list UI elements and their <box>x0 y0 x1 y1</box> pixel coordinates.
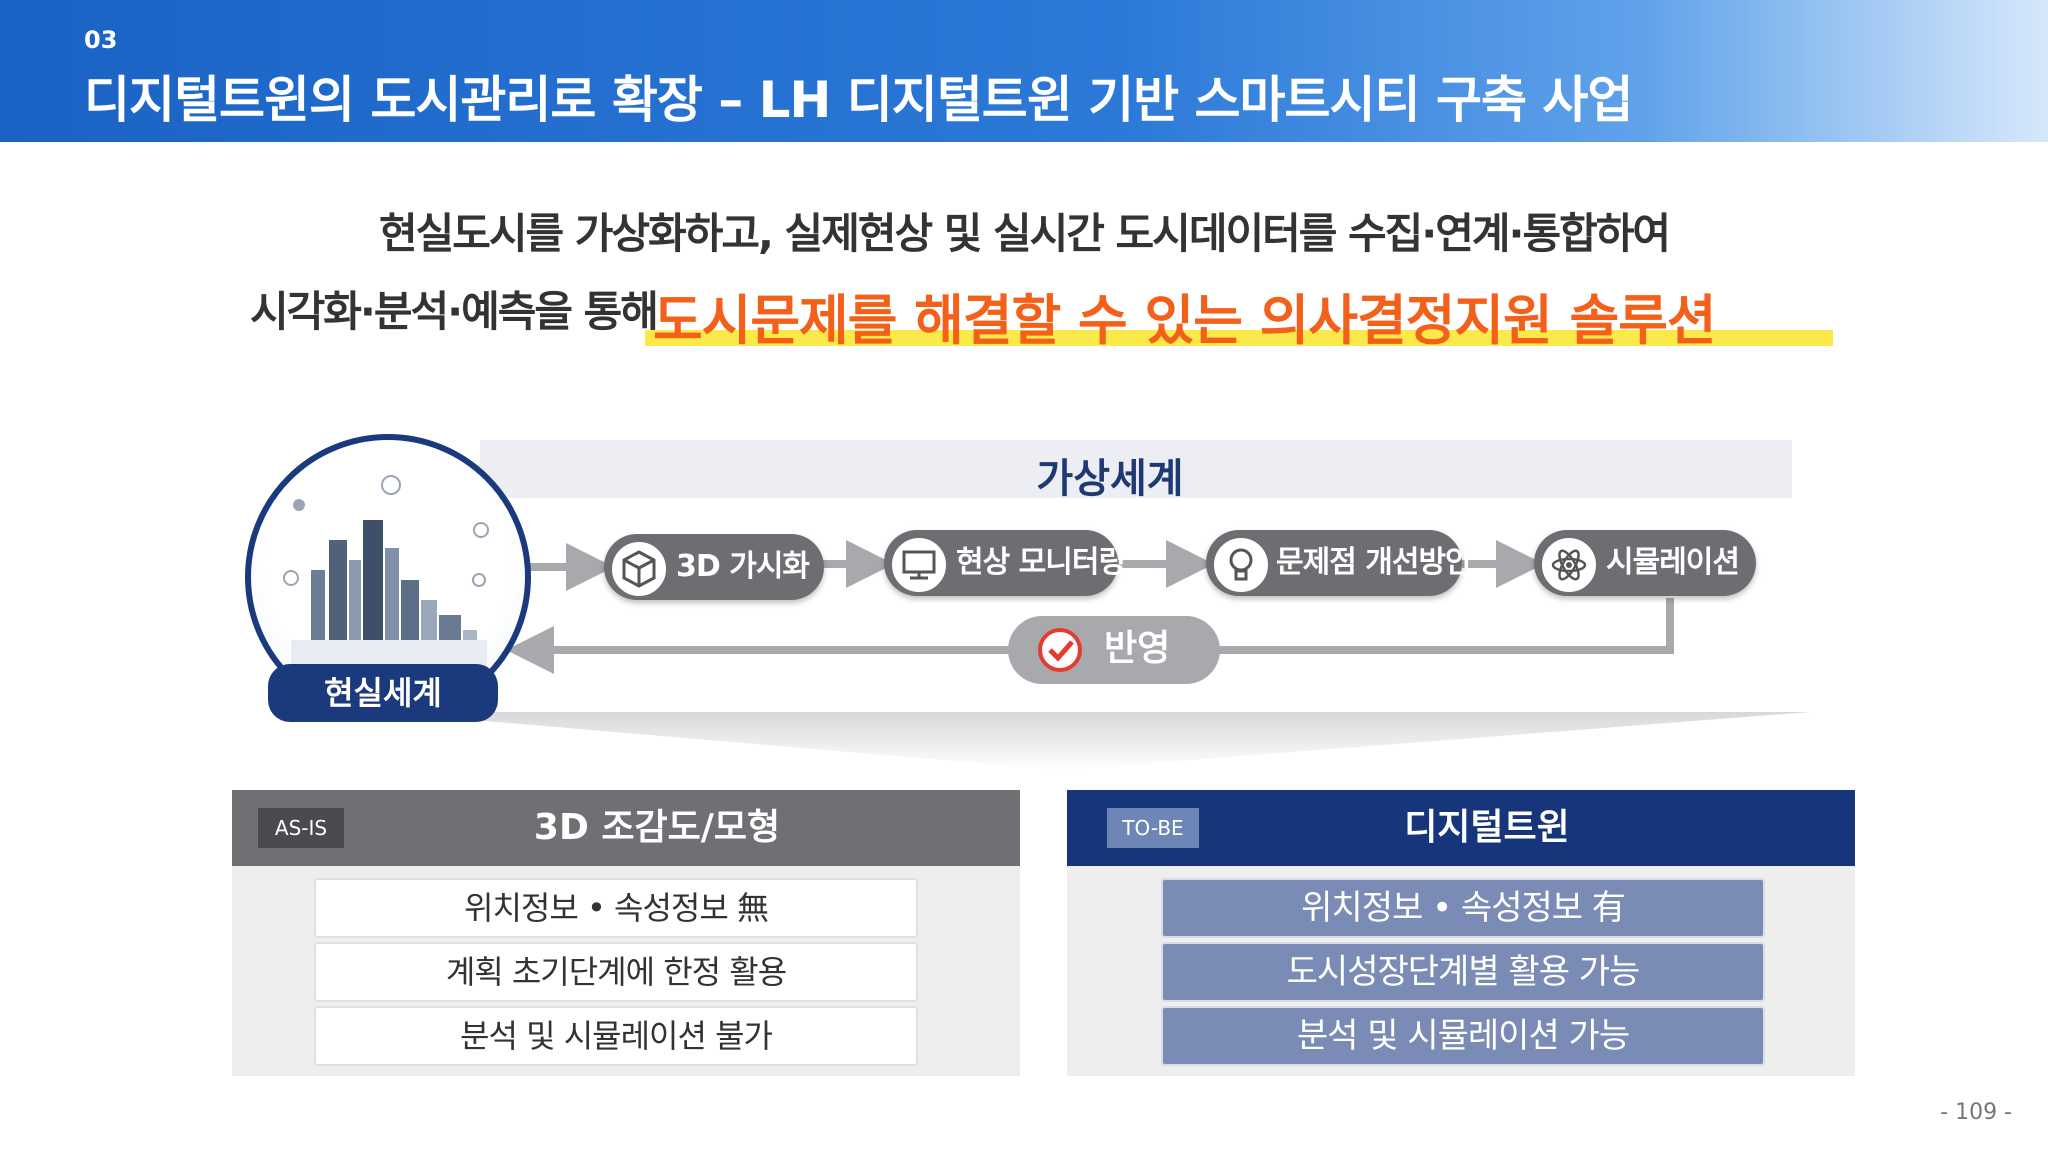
intro-highlight-text: 도시문제를 해결할 수 있는 의사결정지원 솔루션 <box>653 289 1717 352</box>
step-label: 문제점 개선방안 <box>1276 545 1473 580</box>
header-bar: 03 디지털트윈의 도시관리로 확장 – LH 디지털트윈 기반 스마트시티 구… <box>0 0 2048 142</box>
page-title: 디지털트윈의 도시관리로 확장 – LH 디지털트윈 기반 스마트시티 구축 사… <box>84 71 1633 129</box>
lightbulb-icon <box>1212 536 1270 594</box>
to-be-item: 도시성장단계별 활용 가능 <box>1161 942 1765 1002</box>
page-number: - 109 - <box>1940 1100 2012 1125</box>
to-be-item: 위치정보 • 속성정보 有 <box>1161 878 1765 938</box>
intro-highlight: 도시문제를 해결할 수 있는 의사결정지원 솔루션 <box>645 276 1833 352</box>
intro-line-2-prefix: 시각화·분석·예측을 통해 <box>250 287 659 336</box>
as-is-title: 3D 조감도/모형 <box>533 807 781 848</box>
as-is-header: AS-IS 3D 조감도/모형 <box>232 790 1020 866</box>
as-is-panel: AS-IS 3D 조감도/모형 위치정보 • 속성정보 無 계획 초기단계에 한… <box>232 790 1020 1076</box>
real-world-label: 현실세계 <box>268 664 498 722</box>
to-be-tag: TO-BE <box>1107 808 1199 848</box>
virtual-world-band <box>480 440 1792 498</box>
check-circle-icon <box>1036 626 1084 674</box>
step-label: 시뮬레이션 <box>1606 545 1740 580</box>
virtual-world-label: 가상세계 <box>1036 456 1184 502</box>
intro-line-1: 현실도시를 가상화하고, 실제현상 및 실시간 도시데이터를 수집·연계·통합하… <box>378 209 1671 258</box>
to-be-item: 분석 및 시뮬레이션 가능 <box>1161 1006 1765 1066</box>
step-simulation: 시뮬레이션 <box>1534 530 1756 596</box>
highlight-underline <box>645 330 1833 346</box>
as-is-item: 계획 초기단계에 한정 활용 <box>314 942 918 1002</box>
as-is-item: 위치정보 • 속성정보 無 <box>314 878 918 938</box>
feedback-label: 반영 <box>1104 628 1171 669</box>
step-label: 현상 모니터링 <box>956 545 1126 580</box>
cube-icon <box>610 540 668 598</box>
as-is-tag: AS-IS <box>258 808 344 848</box>
feedback-pill: 반영 <box>1008 616 1220 684</box>
step-3d-visualization: 3D 가시화 <box>604 534 824 600</box>
to-be-title: 디지털트윈 <box>1404 807 1570 848</box>
to-be-panel: TO-BE 디지털트윈 위치정보 • 속성정보 有 도시성장단계별 활용 가능 … <box>1067 790 1855 1076</box>
as-is-item: 분석 및 시뮬레이션 불가 <box>314 1006 918 1066</box>
step-improvement: 문제점 개선방안 <box>1206 530 1473 596</box>
to-be-header: TO-BE 디지털트윈 <box>1067 790 1855 866</box>
step-monitoring: 현상 모니터링 <box>884 530 1126 596</box>
step-label: 3D 가시화 <box>676 549 810 584</box>
section-number: 03 <box>84 26 118 54</box>
monitor-icon <box>890 536 948 594</box>
atom-icon <box>1540 536 1598 594</box>
arrow-feedback <box>506 598 1674 674</box>
